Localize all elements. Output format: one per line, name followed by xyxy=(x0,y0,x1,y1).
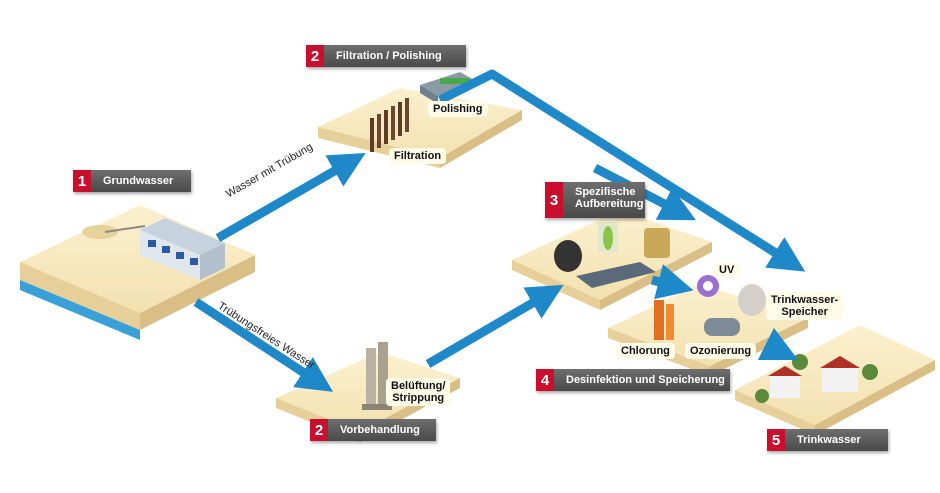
polishing-unit-icon xyxy=(420,72,478,104)
groundwater-pad xyxy=(20,205,255,340)
step-2-pretreatment: 2 Vorbehandlung xyxy=(310,419,436,441)
pipe-groundwater-to-pretreatment xyxy=(193,298,334,392)
step-number: 2 xyxy=(310,419,328,441)
treatment-tanks-icon xyxy=(554,222,670,288)
step-5-drinking-water: 5 Trinkwasser xyxy=(767,429,888,451)
pipe-disinfection-to-drinking xyxy=(757,327,799,361)
flow-pipes xyxy=(193,69,806,392)
step-label: Grundwasser xyxy=(103,175,174,187)
houses-icon xyxy=(755,354,878,403)
pipe-groundwater-to-filtration xyxy=(215,153,366,242)
step-number: 1 xyxy=(73,170,91,192)
storage-label-line1: Trinkwasser- xyxy=(771,294,839,306)
step-1-groundwater: 1 Grundwasser xyxy=(73,170,191,192)
step-label: Trinkwasser xyxy=(797,434,861,446)
aeration-stripping-label: Belüftung/ Strippung xyxy=(386,378,451,406)
step-label: Filtration / Polishing xyxy=(336,50,442,62)
pipe-pretreatment-to-specific xyxy=(425,284,564,368)
polishing-label: Polishing xyxy=(428,101,488,117)
storage-label: Trinkwasser- Speicher xyxy=(766,292,844,320)
step-label-line2: Aufbereitung xyxy=(575,198,644,210)
chlorination-label: Chlorung xyxy=(616,343,675,359)
step-4-disinfection-storage: 4 Desinfektion und Speicherung xyxy=(536,369,730,391)
step-number: 4 xyxy=(536,369,554,391)
step-number: 5 xyxy=(767,429,785,451)
uv-label: UV xyxy=(714,262,740,278)
step-label-line1: Spezifische xyxy=(575,186,636,198)
step-2-filtration-polishing: 2 Filtration / Polishing xyxy=(306,45,466,67)
aeration-tower-icon xyxy=(362,342,392,410)
pipe-specific-to-disinfection xyxy=(650,264,694,300)
ozonation-label: Ozonierung xyxy=(685,343,757,359)
aeration-label-line1: Belüftung/ xyxy=(391,380,446,392)
step-3-specific-treatment: 3 Spezifische Aufbereitung xyxy=(545,182,645,218)
step-label: Vorbehandlung xyxy=(340,424,420,436)
step-label: Desinfektion und Speicherung xyxy=(566,374,725,386)
well-building-icon xyxy=(104,218,225,280)
step-number: 2 xyxy=(306,45,324,67)
filtration-label: Filtration xyxy=(389,148,447,164)
aeration-label-line2: Strippung xyxy=(392,392,445,404)
storage-label-line2: Speicher xyxy=(781,306,828,318)
step-number: 3 xyxy=(545,182,563,218)
filtration-unit-icon xyxy=(370,98,409,152)
disinfection-equipment-icon xyxy=(654,275,766,340)
drinking-water-pad xyxy=(735,325,935,435)
